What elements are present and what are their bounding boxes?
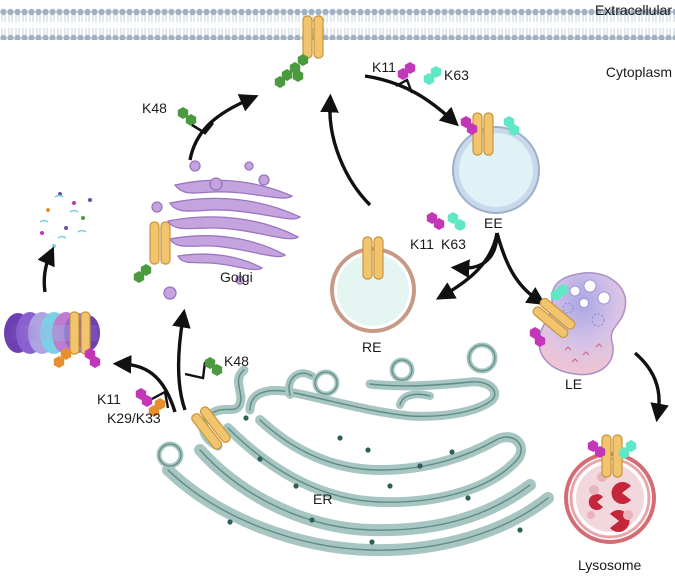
golgi-to-pm-arrow [188, 94, 259, 161]
recycling-endosome [330, 236, 416, 333]
le-label: LE [565, 376, 582, 392]
enzyme-icon [611, 482, 631, 505]
k48-golgi-signal: K48 [142, 100, 215, 135]
ee-label: EE [484, 215, 503, 231]
k48-golgi-label: K48 [142, 100, 167, 116]
golgi-label: Golgi [220, 269, 253, 285]
k11-k63-endocytosis-signal: K11 K63 [372, 59, 469, 94]
proteasome [4, 311, 101, 368]
golgi-receptor [133, 221, 171, 283]
lysosome-label: Lysosome [578, 557, 642, 573]
k29-k33-er-label: K29/K33 [107, 410, 161, 426]
re-to-pm-arrow [320, 93, 372, 207]
degradation-fragments [39, 192, 92, 248]
proteasome-to-fragments-arrow [37, 246, 55, 293]
early-endosome [452, 112, 540, 214]
k48-er-signal: K48 [184, 353, 249, 380]
late-endosome [529, 272, 627, 376]
endoplasmic-reticulum [156, 342, 554, 557]
er-to-proteasome-arrow [112, 354, 177, 413]
le-to-lysosome-arrow [633, 351, 669, 423]
k11-k29-er-signal: K11 K29/K33 [97, 388, 170, 426]
pm-to-ee-arrow [364, 74, 459, 127]
re-label: RE [362, 339, 381, 355]
k63-top-label: K63 [444, 67, 469, 83]
cytoplasm-label: Cytoplasm [606, 64, 672, 80]
ribosomes [227, 415, 523, 545]
ee-to-re-arrow-lower [435, 232, 499, 300]
ee-branch-arrows [435, 232, 546, 306]
k11-ee-label: K11 [410, 236, 434, 252]
k48-er-label: K48 [224, 353, 249, 369]
er-label: ER [313, 491, 332, 507]
plasma-membrane [0, 6, 675, 48]
golgi-apparatus [151, 160, 302, 300]
ee-to-le-arrow [495, 232, 546, 306]
extracellular-label: Extracellular [595, 2, 672, 18]
k11-k63-ee-signal: K11 K63 [410, 212, 466, 252]
lysosome [564, 434, 656, 544]
k11-er-label: K11 [97, 391, 121, 407]
k63-ee-label: K63 [441, 236, 466, 252]
er-to-golgi-arrow [172, 308, 191, 411]
k11-top-label: K11 [372, 59, 396, 75]
